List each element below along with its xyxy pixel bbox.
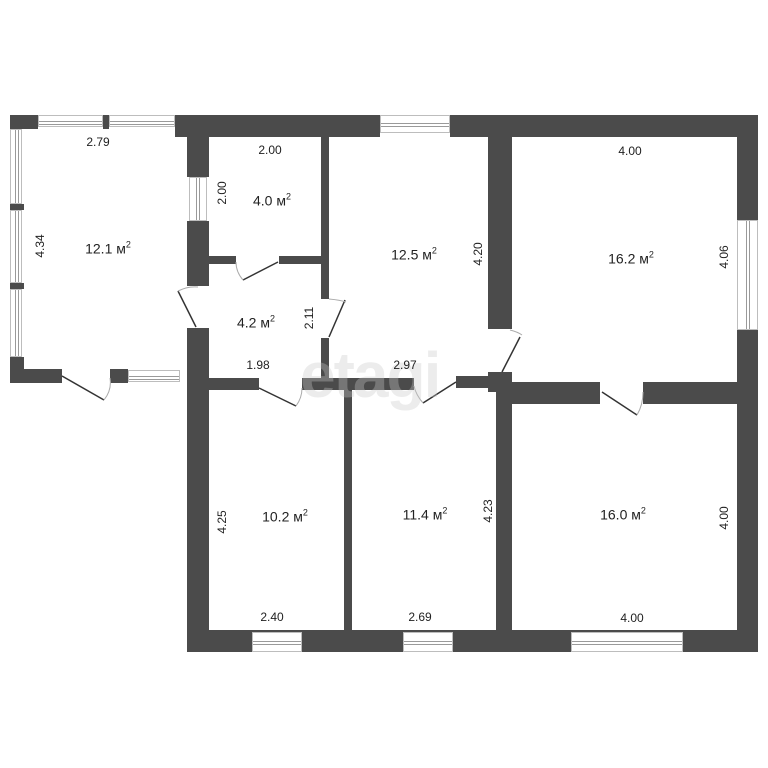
- window: [380, 115, 450, 133]
- dim-width: 2.00: [258, 143, 282, 157]
- dim-height: 4.34: [33, 234, 47, 258]
- interior-wall: [321, 338, 329, 388]
- dim-height: 4.23: [481, 499, 495, 523]
- room-area-small-room: 4.0 м2: [253, 192, 291, 209]
- room-area-sunroom: 12.1 м2: [85, 240, 131, 257]
- area-sup: 2: [125, 239, 131, 250]
- window: [128, 370, 180, 382]
- area-unit: м: [422, 246, 432, 263]
- area-value: 16.2: [608, 250, 636, 267]
- area-value: 4.0: [253, 192, 273, 209]
- interior-wall: [496, 388, 512, 632]
- area-value: 16.0: [600, 506, 628, 523]
- interior-wall: [321, 137, 329, 299]
- dim-width: 4.00: [620, 611, 644, 625]
- window: [189, 177, 207, 221]
- area-sup: 2: [648, 249, 654, 260]
- main-top-wall: [450, 115, 758, 137]
- watermark-logo: etagi: [300, 339, 441, 411]
- window: [252, 632, 302, 652]
- dim-height: 4.25: [215, 510, 229, 534]
- main-left-wall: [187, 115, 209, 177]
- interior-wall: [209, 256, 236, 264]
- area-sup: 2: [285, 191, 291, 202]
- area-value: 11.4: [402, 506, 429, 523]
- window: [10, 129, 22, 204]
- main-left-wall: [187, 328, 209, 652]
- sunroom-corner-tl: [10, 115, 38, 129]
- dim-width: 2.69: [408, 610, 432, 624]
- dim-width: 4.00: [618, 144, 642, 158]
- area-value: 4.2: [237, 314, 257, 331]
- area-sup: 2: [431, 245, 437, 256]
- interior-wall: [643, 382, 743, 404]
- room-area-right-bottom: 16.0 м2: [600, 506, 646, 523]
- window: [38, 115, 103, 127]
- room-area-center-bottom: 11.4 м2: [403, 506, 448, 523]
- area-unit: м: [260, 314, 270, 331]
- area-value: 12.5: [391, 246, 419, 263]
- area-unit: м: [631, 506, 641, 523]
- dim-width: 1.98: [246, 358, 270, 372]
- area-unit: м: [276, 192, 286, 209]
- interior-wall: [488, 137, 512, 329]
- main-top-wall: [187, 115, 380, 137]
- interior-wall: [279, 256, 323, 264]
- area-unit: м: [432, 506, 443, 523]
- window: [737, 220, 758, 330]
- dim-width: 2.97: [393, 358, 417, 372]
- sunroom-bottom-wall: [10, 369, 62, 383]
- window: [10, 210, 22, 283]
- window: [109, 115, 175, 127]
- interior-wall: [209, 378, 259, 390]
- dim-height: 4.20: [471, 242, 485, 266]
- area-value: 12.1: [85, 240, 113, 257]
- area-sup: 2: [640, 505, 646, 516]
- area-sup: 2: [302, 507, 308, 518]
- area-unit: м: [116, 240, 126, 257]
- dim-height: 2.00: [215, 181, 229, 205]
- room-area-left-bottom: 10.2 м2: [262, 508, 308, 525]
- area-unit: м: [293, 508, 303, 525]
- sunroom-mullion: [103, 115, 109, 129]
- sunroom-bottom-wall: [110, 369, 128, 383]
- area-value: 10.2: [262, 508, 290, 525]
- dim-height: 2.11: [302, 306, 316, 330]
- interior-wall: [502, 382, 600, 404]
- dim-width: 2.40: [260, 610, 284, 624]
- area-sup: 2: [269, 313, 275, 324]
- area-sup: 2: [442, 505, 448, 516]
- window: [10, 289, 22, 357]
- dim-height: 4.06: [717, 245, 731, 269]
- room-area-right-top: 16.2 м2: [608, 250, 654, 267]
- sunroom-left-wall: [10, 283, 24, 289]
- interior-wall: [344, 388, 352, 632]
- room-area-center-top: 12.5 м2: [391, 246, 437, 263]
- sunroom-left-wall: [10, 204, 24, 210]
- area-unit: м: [639, 250, 649, 267]
- dim-height: 4.00: [717, 506, 731, 530]
- main-left-wall: [187, 221, 209, 286]
- room-area-hall: 4.2 м2: [237, 314, 275, 331]
- interior-wall: [302, 378, 414, 390]
- window: [571, 632, 683, 652]
- window: [403, 632, 453, 652]
- dim-width: 2.79: [86, 135, 110, 149]
